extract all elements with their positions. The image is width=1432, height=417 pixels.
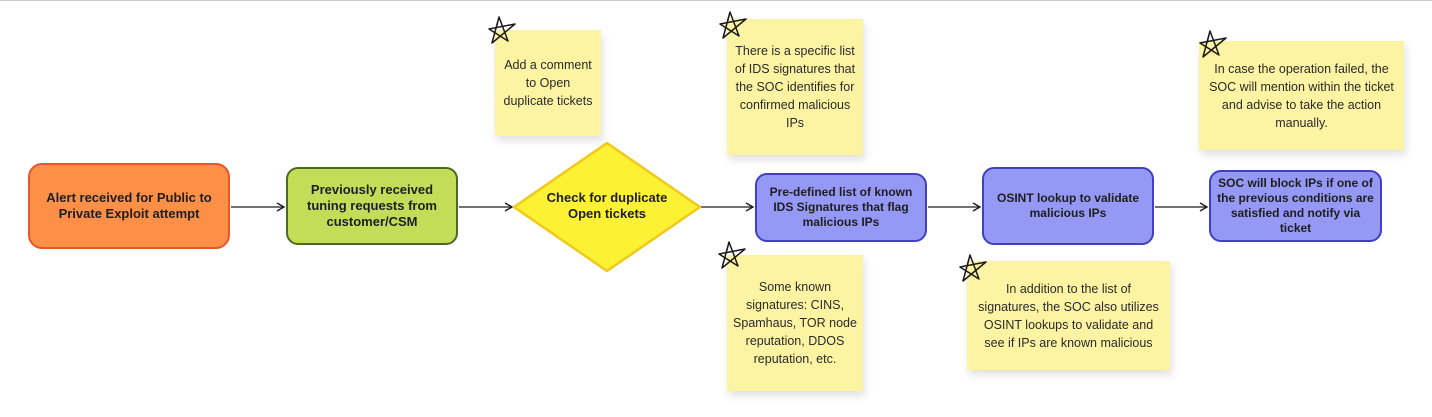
sticky-note-osint-lookups: In addition to the list of signatures, t… (967, 261, 1170, 370)
sticky-note-operation-failed-text: In case the operation failed, the SOC wi… (1209, 61, 1394, 130)
sticky-note-known-signatures: Some known signatures: CINS, Spamhaus, T… (727, 255, 863, 391)
sticky-note-operation-failed: In case the operation failed, the SOC wi… (1199, 41, 1404, 150)
sticky-note-add-comment: Add a comment to Open duplicate tickets (495, 30, 601, 136)
tuning-requests-label: Previously received tuning requests from… (306, 182, 437, 229)
check-duplicate-node: Check for duplicate Open tickets (540, 174, 674, 238)
block-ips-label: SOC will block IPs if one of the previou… (1217, 176, 1374, 235)
tuning-requests-node: Previously received tuning requests from… (286, 167, 458, 245)
star-doodle-icon (488, 16, 516, 44)
osint-lookup-label: OSINT lookup to validate malicious IPs (996, 191, 1139, 220)
decision-diamond (512, 141, 702, 273)
sticky-note-ids-signatures: There is a specific list of IDS signatur… (727, 19, 863, 155)
canvas-top-border (0, 0, 1432, 1)
osint-lookup-node: OSINT lookup to validate malicious IPs (982, 167, 1154, 245)
sticky-note-osint-lookups-text: In addition to the list of signatures, t… (978, 281, 1159, 350)
predefined-signatures-label: Pre-defined list of known IDS Signatures… (769, 185, 913, 229)
star-doodle-icon (719, 11, 747, 39)
sticky-note-add-comment-text: Add a comment to Open duplicate tickets (503, 58, 593, 108)
star-doodle-icon (959, 254, 987, 282)
block-ips-node: SOC will block IPs if one of the previou… (1209, 170, 1382, 242)
alert-received-node: Alert received for Public to Private Exp… (28, 163, 230, 249)
check-duplicate-label: Check for duplicate Open tickets (546, 190, 668, 221)
alert-received-label: Alert received for Public to Private Exp… (46, 190, 212, 221)
sticky-note-known-signatures-text: Some known signatures: CINS, Spamhaus, T… (733, 280, 857, 366)
star-doodle-icon (718, 241, 746, 269)
sticky-note-ids-signatures-text: There is a specific list of IDS signatur… (734, 44, 856, 130)
predefined-signatures-node: Pre-defined list of known IDS Signatures… (755, 173, 927, 242)
star-doodle-icon (1199, 30, 1227, 58)
